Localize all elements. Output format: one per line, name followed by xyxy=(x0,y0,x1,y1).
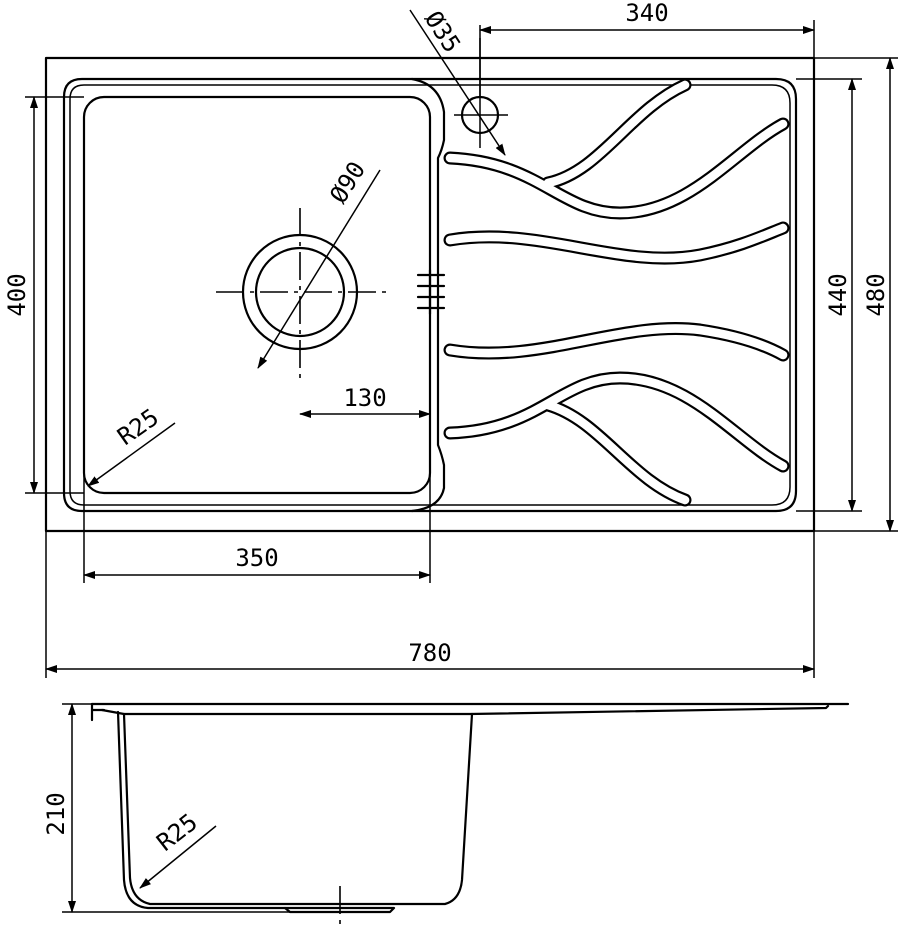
section-flange-end-left xyxy=(90,702,106,722)
sink-top-rim xyxy=(62,77,798,513)
drainer-grooves xyxy=(443,78,790,507)
dim-d35-leader xyxy=(409,9,506,156)
section-view xyxy=(90,702,850,924)
dim-440-text: 440 xyxy=(824,273,852,316)
section-dimensions: 210 R25 xyxy=(42,703,290,913)
dim-r25-plan-text: R25 xyxy=(112,403,164,451)
drain-inner-ring xyxy=(254,246,346,338)
dim-340-text: 340 xyxy=(625,0,668,27)
dim-d90-text: Ø90 xyxy=(324,157,371,209)
section-drainer-slope xyxy=(100,704,830,716)
section-drain-fitting xyxy=(283,906,396,914)
dim-r25-section-text: R25 xyxy=(151,808,202,857)
dim-400-text: 400 xyxy=(3,273,31,316)
plan-dimensions: 340 Ø35 Ø90 130 R25 400 440 480 350 xyxy=(3,0,898,678)
dim-350-text: 350 xyxy=(235,544,278,572)
sink-top-rim-inner xyxy=(69,84,791,506)
section-bowl-outer xyxy=(122,712,474,906)
dim-r25-section-leader xyxy=(139,825,217,889)
bowl-outer-edge xyxy=(410,77,446,513)
dim-780-text: 780 xyxy=(408,639,451,667)
dim-130-text: 130 xyxy=(343,384,386,412)
plan-view xyxy=(44,38,816,533)
dim-210-text: 210 xyxy=(42,792,70,835)
dim-d90-leader xyxy=(257,169,381,369)
dim-r25-plan-leader xyxy=(87,422,176,487)
dim-480-text: 480 xyxy=(862,273,890,316)
dim-d35-text: Ø35 xyxy=(419,6,466,58)
overflow-slots xyxy=(416,268,446,316)
section-bowl-inner xyxy=(116,710,287,910)
